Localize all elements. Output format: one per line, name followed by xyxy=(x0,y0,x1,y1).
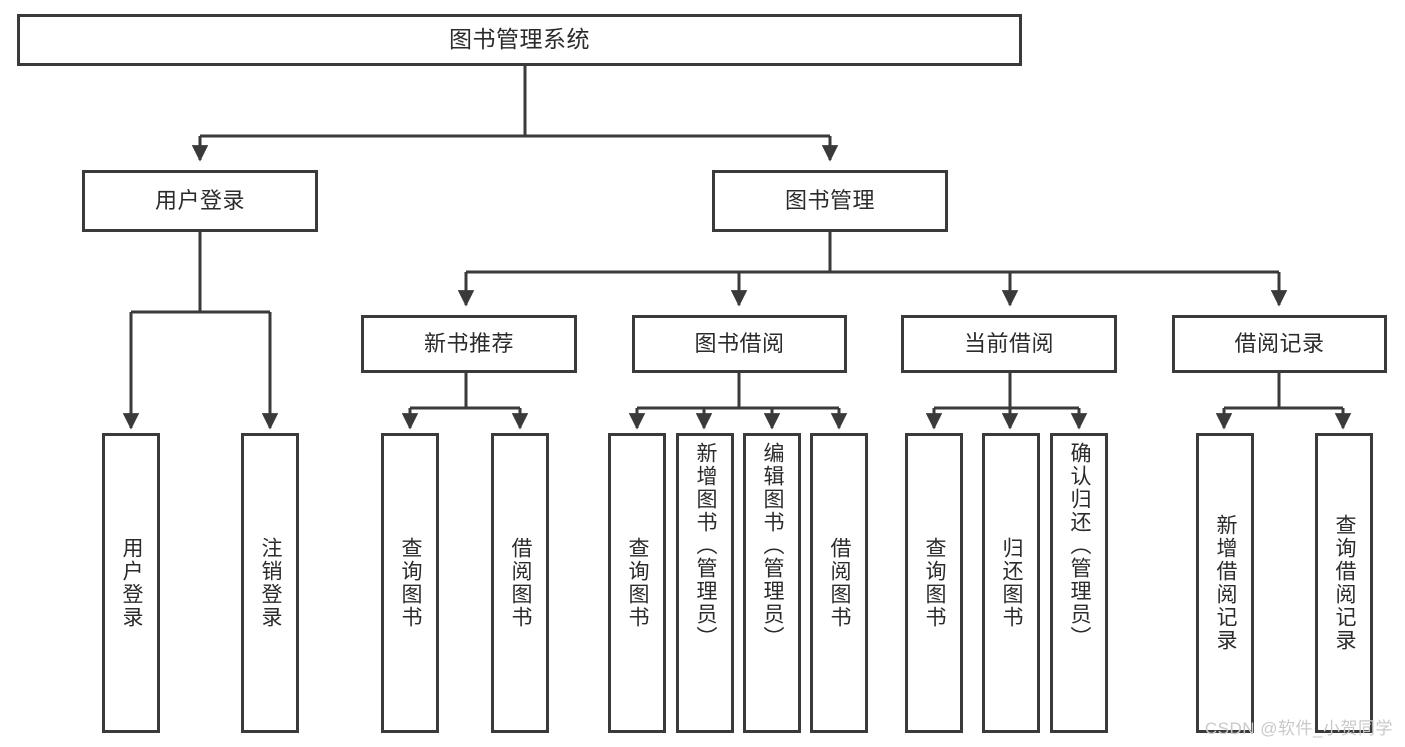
node-book-borrow[interactable]: 图书借阅 xyxy=(632,315,847,373)
node-book-management[interactable]: 图书管理 xyxy=(712,170,948,232)
node-label: 查询借阅记录 xyxy=(1333,514,1357,652)
node-label: 新书推荐 xyxy=(423,330,514,356)
node-label: 用户登录 xyxy=(154,187,245,213)
leaf-user-login[interactable]: 用户登录 xyxy=(102,433,160,733)
leaf-borrow-book[interactable]: 借阅图书 xyxy=(810,433,868,733)
leaf-query-borrow-record[interactable]: 查询借阅记录 xyxy=(1315,433,1373,733)
node-label: 注销登录 xyxy=(259,537,283,629)
node-label: 确认归还（管理员） xyxy=(1068,442,1092,649)
leaf-add-borrow-record[interactable]: 新增借阅记录 xyxy=(1196,433,1254,733)
leaf-borrow-book-new[interactable]: 借阅图书 xyxy=(491,433,549,733)
node-label: 借阅记录 xyxy=(1234,330,1325,356)
node-label: 查询图书 xyxy=(626,537,650,629)
leaf-add-book-admin[interactable]: 新增图书（管理员） xyxy=(676,433,734,733)
leaf-return-book[interactable]: 归还图书 xyxy=(982,433,1040,733)
node-label: 图书借阅 xyxy=(694,330,785,356)
node-label: 图书管理 xyxy=(784,187,875,213)
node-new-book-recommend[interactable]: 新书推荐 xyxy=(361,315,577,373)
node-label: 图书管理系统 xyxy=(449,26,590,53)
node-label: 用户登录 xyxy=(120,537,144,629)
node-current-borrow[interactable]: 当前借阅 xyxy=(901,315,1117,373)
node-label: 新增借阅记录 xyxy=(1214,514,1238,652)
node-label: 查询图书 xyxy=(923,537,947,629)
node-user-login[interactable]: 用户登录 xyxy=(82,170,318,232)
node-label: 编辑图书（管理员） xyxy=(761,442,785,649)
leaf-confirm-return-admin[interactable]: 确认归还（管理员） xyxy=(1050,433,1108,733)
leaf-query-book-current[interactable]: 查询图书 xyxy=(905,433,963,733)
node-root-system[interactable]: 图书管理系统 xyxy=(17,14,1022,66)
node-label: 新增图书（管理员） xyxy=(694,442,718,649)
node-label: 归还图书 xyxy=(1000,537,1024,629)
node-borrow-record[interactable]: 借阅记录 xyxy=(1172,315,1387,373)
watermark: CSDN @软件_小贺同学 xyxy=(1204,719,1393,738)
leaf-logout[interactable]: 注销登录 xyxy=(241,433,299,733)
node-label: 查询图书 xyxy=(399,537,423,629)
node-label: 借阅图书 xyxy=(509,537,533,629)
node-label: 借阅图书 xyxy=(828,537,852,629)
node-label: 当前借阅 xyxy=(963,330,1054,356)
leaf-edit-book-admin[interactable]: 编辑图书（管理员） xyxy=(743,433,801,733)
leaf-query-book-new[interactable]: 查询图书 xyxy=(381,433,439,733)
leaf-query-book[interactable]: 查询图书 xyxy=(608,433,666,733)
